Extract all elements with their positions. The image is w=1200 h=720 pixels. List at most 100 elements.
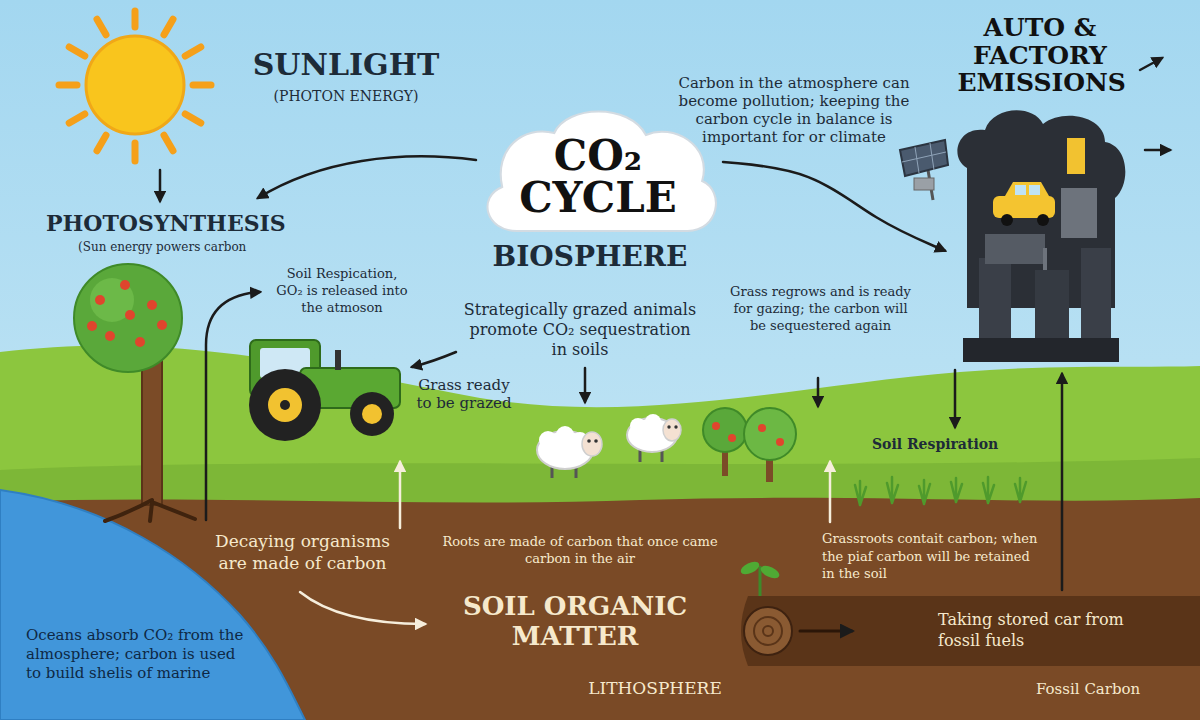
fossil-carbon-label: Fossil Carbon (1036, 680, 1176, 698)
sheep (582, 432, 602, 456)
factory-shape (1005, 182, 1049, 196)
grass-note-box: Grass ready to be grazed (410, 376, 518, 412)
sun (185, 47, 201, 56)
factory-shape (1001, 214, 1013, 226)
young-trees (722, 440, 728, 476)
soil-respiration-label: Soil Respiration (872, 436, 1032, 453)
tractor (350, 392, 394, 436)
sheep (674, 425, 677, 428)
sun (164, 19, 173, 35)
sun (69, 47, 85, 56)
sheep (552, 448, 662, 478)
soil-organic-matter-heading-box: SOIL ORGANIC MATTER (440, 592, 710, 652)
emissions-factory: AUTO & FACTORY EMISSIONS (945, 8, 1135, 365)
energy-subtitle-box: (PHOTON ENERGY) (244, 88, 448, 105)
apple-tree (87, 321, 97, 331)
young-trees (712, 422, 784, 446)
soil-respiration-label-box: Soil Respiration (872, 436, 1032, 453)
flow-arrows (954, 370, 957, 427)
apple-tree (105, 331, 115, 341)
sheep (556, 426, 574, 444)
factory-shape (1037, 214, 1049, 226)
seedling (739, 559, 761, 577)
apple-tree (74, 264, 182, 372)
node-text-group: AUTO & FACTORY EMISSIONS (958, 14, 1123, 97)
seedling (739, 559, 781, 596)
flow-arrows (1140, 58, 1162, 70)
seedling (759, 563, 781, 581)
sun (193, 82, 211, 89)
sheep (551, 464, 554, 478)
grazing-note: Strategically grazed animals promote CO₂… (460, 300, 700, 360)
sheep (587, 439, 591, 443)
flow-arrows (1061, 374, 1064, 590)
ocean-note-box: Oceans absorb CO₂ from the almosphere; c… (26, 626, 252, 682)
fossil-log (744, 607, 792, 655)
tractor (335, 350, 341, 370)
sheep (575, 464, 578, 478)
apple-tree (105, 500, 152, 521)
apple-tree (87, 280, 167, 347)
apple-tree (135, 337, 145, 347)
grass-shade (0, 458, 1200, 720)
solar-panel (902, 143, 946, 173)
sheep (661, 448, 664, 462)
tractor (260, 348, 310, 378)
grass-hill (0, 346, 1200, 720)
sheep (572, 432, 588, 448)
apple-tree (120, 280, 130, 290)
emissions-heading: AUTO & FACTORY EMISSIONS (958, 14, 1123, 97)
flow-arrows (1145, 149, 1170, 152)
fossil-log (754, 617, 782, 645)
solar-panel (900, 140, 948, 176)
tractor (362, 404, 382, 424)
biosphere-heading: BIOSPHERE (478, 242, 702, 273)
sun (86, 36, 184, 134)
sun (59, 11, 211, 161)
apple-tree (152, 502, 195, 519)
sun (164, 135, 173, 151)
cloud-shape (488, 112, 716, 232)
grazing-note-box: Strategically grazed animals promote CO₂… (460, 300, 700, 360)
apple-tree (105, 500, 195, 521)
fossil-band (741, 596, 1200, 666)
factory-shape (1061, 188, 1097, 238)
young-trees (728, 434, 736, 442)
apple-tree (157, 320, 167, 330)
sheep (537, 431, 593, 469)
flow-arrows (160, 58, 1170, 631)
solar-panel (900, 140, 948, 200)
sun (69, 114, 85, 123)
factory-shape (1015, 185, 1026, 195)
young-trees (703, 408, 747, 452)
energy-subtitle: (PHOTON ENERGY) (244, 88, 448, 105)
tractor (249, 340, 400, 441)
tractor (250, 340, 320, 396)
factory-shape (985, 234, 1045, 264)
apple-tree (95, 295, 105, 305)
soil (0, 498, 1200, 720)
flow-arrows (829, 462, 832, 522)
grass-note: Grass ready to be grazed (410, 376, 518, 412)
decay-note-box: Decaying organisms are made of carbon (200, 530, 405, 574)
apple-tree (150, 503, 152, 521)
node-text-group: CO₂ CYCLE (503, 135, 693, 219)
factory-shape (1067, 138, 1085, 174)
young-trees (766, 446, 773, 482)
tractor (300, 368, 400, 408)
sun (97, 19, 106, 35)
lithosphere-label: LITHOSPHERE (560, 678, 750, 698)
photosynthesis-heading: PHOTOSYNTHESIS (46, 211, 308, 236)
lithosphere-label-box: LITHOSPHERE (560, 678, 750, 698)
roots-note: Roots are made of carbon that once came … (435, 534, 725, 568)
tractor (268, 388, 302, 422)
decay-note: Decaying organisms are made of carbon (200, 530, 405, 574)
young-trees (776, 438, 784, 446)
tractor (249, 369, 321, 441)
seedling (759, 566, 762, 596)
pollution-note: Carbon in the atmosphere can become poll… (665, 74, 923, 146)
grassroots-note-box: Grassroots contait carbon; when the piaf… (822, 530, 1044, 583)
flow-connector (723, 162, 945, 251)
biosphere-heading-box: BIOSPHERE (478, 242, 702, 273)
